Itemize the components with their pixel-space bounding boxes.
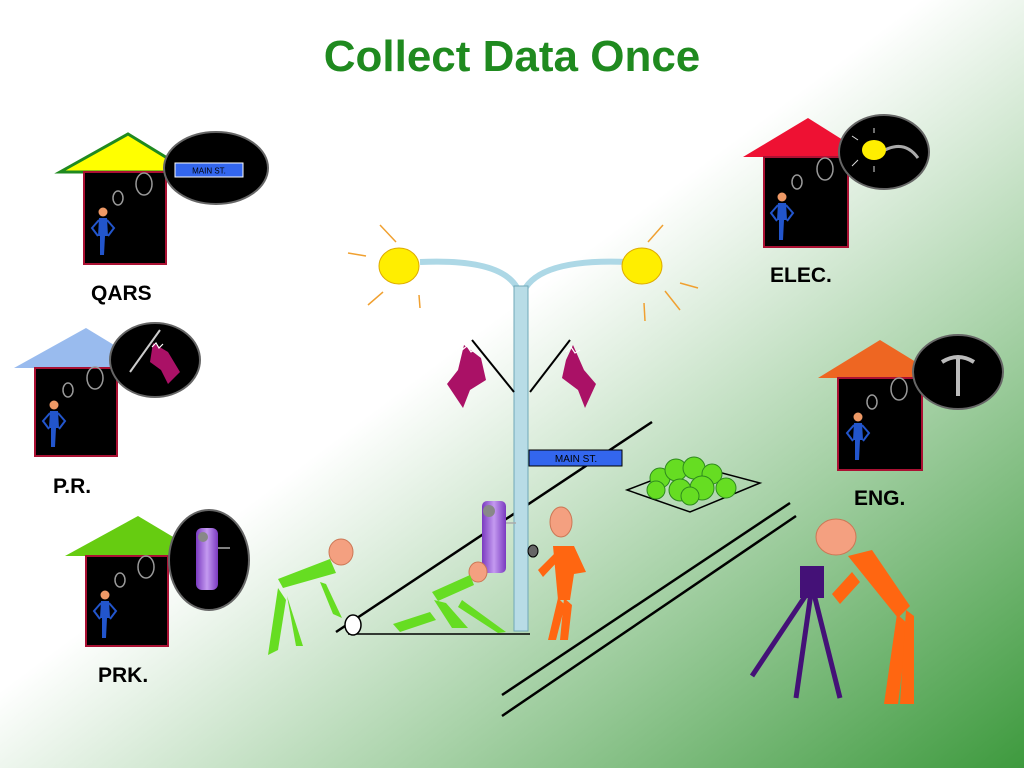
- worker-head: [815, 518, 857, 556]
- thought-bubble-medium: [137, 555, 155, 579]
- thought-bubble-medium: [86, 366, 104, 390]
- flag-pole-right: [529, 339, 571, 393]
- thought-bubble-small: [114, 572, 126, 588]
- lamp-post: [513, 285, 529, 632]
- worker-head: [549, 506, 573, 538]
- flag-pole-left: [471, 339, 515, 393]
- person-icon: [41, 400, 67, 447]
- person-icon: [92, 590, 118, 638]
- house-pr: [14, 322, 201, 457]
- house-eng: [818, 334, 1004, 471]
- person-icon: [769, 192, 795, 240]
- worker-orange-2: [815, 518, 914, 704]
- house-qars: MAIN ST.: [54, 131, 269, 265]
- worker-green-2: [393, 561, 506, 633]
- label-prk: PRK.: [98, 664, 149, 687]
- house-wall: [763, 156, 849, 248]
- lamp-light-left: [378, 247, 420, 285]
- thought-bubble-small: [112, 190, 124, 206]
- label-qars: QARS: [91, 282, 152, 305]
- trash-can: [482, 501, 506, 573]
- person-icon: [845, 412, 871, 460]
- flag-left: [447, 345, 486, 408]
- road-line: [501, 514, 797, 718]
- worker-head: [328, 538, 354, 566]
- house-wall: [837, 377, 923, 471]
- street-light-icon: [884, 144, 920, 159]
- label-pr: P.R.: [53, 475, 92, 498]
- worker-green-1: [268, 538, 354, 655]
- street-sign-icon: [528, 449, 623, 467]
- lamp-light-right: [621, 247, 663, 285]
- street-scene: MAIN ST.: [268, 224, 914, 718]
- house-wall: [34, 367, 118, 457]
- house-roof: [818, 340, 942, 378]
- thought-bubble-small: [62, 382, 74, 398]
- flag-pole: [129, 329, 161, 373]
- flag-right: [562, 345, 596, 408]
- thought-bubble-medium: [890, 377, 908, 401]
- survey-point: [344, 614, 362, 636]
- survey-marker-icon: [940, 355, 976, 396]
- flag-icon: [150, 343, 180, 384]
- trash-can-icon: [196, 528, 218, 590]
- thought-bubble-small: [791, 174, 803, 190]
- survey-instrument: [800, 566, 824, 598]
- house-roof: [743, 118, 870, 157]
- thought-bubble-small: [866, 394, 878, 410]
- pole-marker: [527, 544, 539, 558]
- shrub-icon: [646, 456, 737, 506]
- house-prk: [65, 509, 250, 647]
- thought-bubble-medium: [816, 157, 834, 181]
- person-icon: [90, 207, 116, 255]
- label-elec: ELEC.: [770, 264, 832, 287]
- street-sign-text: MAIN ST.: [555, 454, 597, 465]
- house-wall: [85, 555, 169, 647]
- surveyor-tripod: [749, 566, 843, 699]
- house-elec: [743, 114, 930, 248]
- street-sign-text: MAIN ST.: [192, 167, 226, 176]
- worker-head: [468, 561, 488, 583]
- slide-title: Collect Data Once: [323, 32, 701, 81]
- road-line: [501, 501, 791, 697]
- label-eng: ENG.: [854, 487, 906, 510]
- thought-bubble-medium: [135, 172, 153, 196]
- street-sign-icon: [174, 162, 244, 178]
- worker-orange-1: [538, 506, 586, 640]
- house-wall: [83, 171, 167, 265]
